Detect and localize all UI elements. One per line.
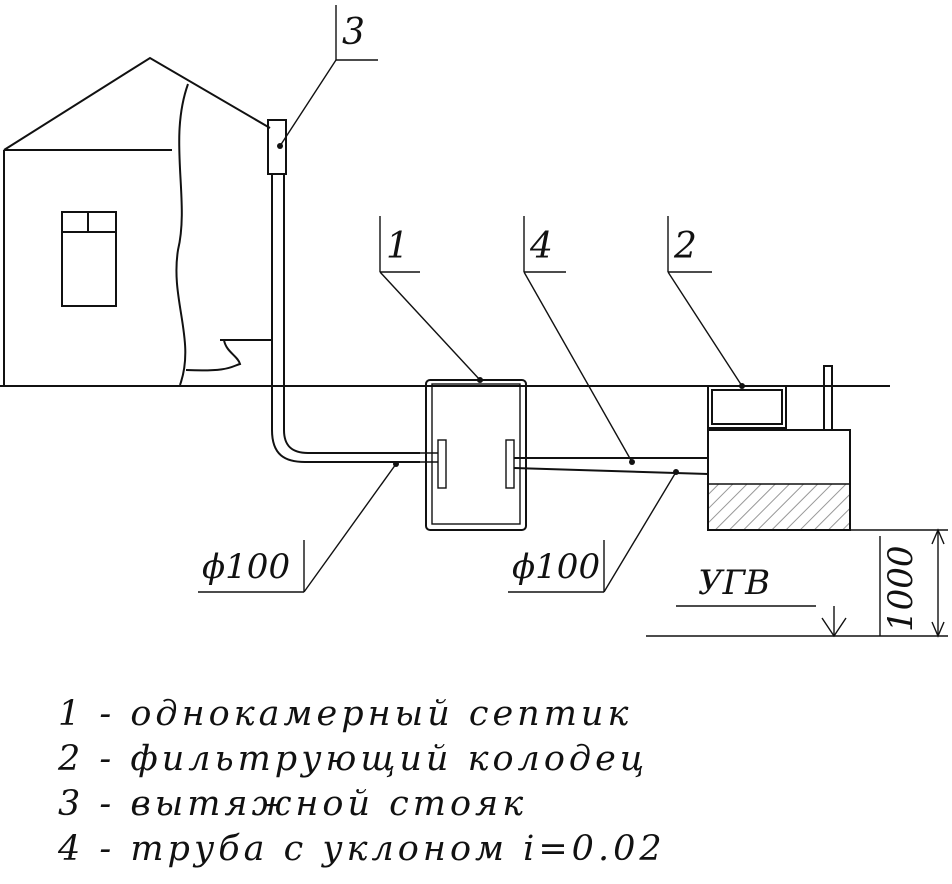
drain-pipe-in [271, 429, 420, 463]
leader-dots [277, 143, 745, 475]
legend-item: 2 - фильтрующий колодец [58, 739, 649, 779]
vent-stack [267, 119, 287, 430]
septic-tank [420, 379, 527, 531]
callout-3: 3 [342, 12, 365, 53]
callout-1: 1 [386, 226, 409, 267]
pipe-diameter-right: ϕ100 [512, 547, 600, 587]
pipe-diameter-left: ϕ100 [202, 547, 290, 587]
legend: 1 - однокамерный септик 2 - фильтрующий … [58, 692, 666, 872]
legend-item: 1 - однокамерный септик [58, 694, 633, 734]
legend-item: 4 - труба с уклоном i=0.02 [58, 829, 666, 869]
toilet [185, 339, 272, 372]
callout-4: 4 [529, 226, 553, 267]
house [3, 56, 272, 386]
callout-2: 2 [673, 226, 697, 267]
filter-well [707, 365, 851, 531]
groundwater-label: УГВ [698, 563, 770, 603]
depth-value: 1000 [881, 545, 921, 632]
groundwater-level [646, 605, 948, 638]
depth-dimension [850, 528, 948, 638]
callout-lines [198, 5, 743, 593]
legend-item: 3 - вытяжной стояк [58, 784, 528, 824]
